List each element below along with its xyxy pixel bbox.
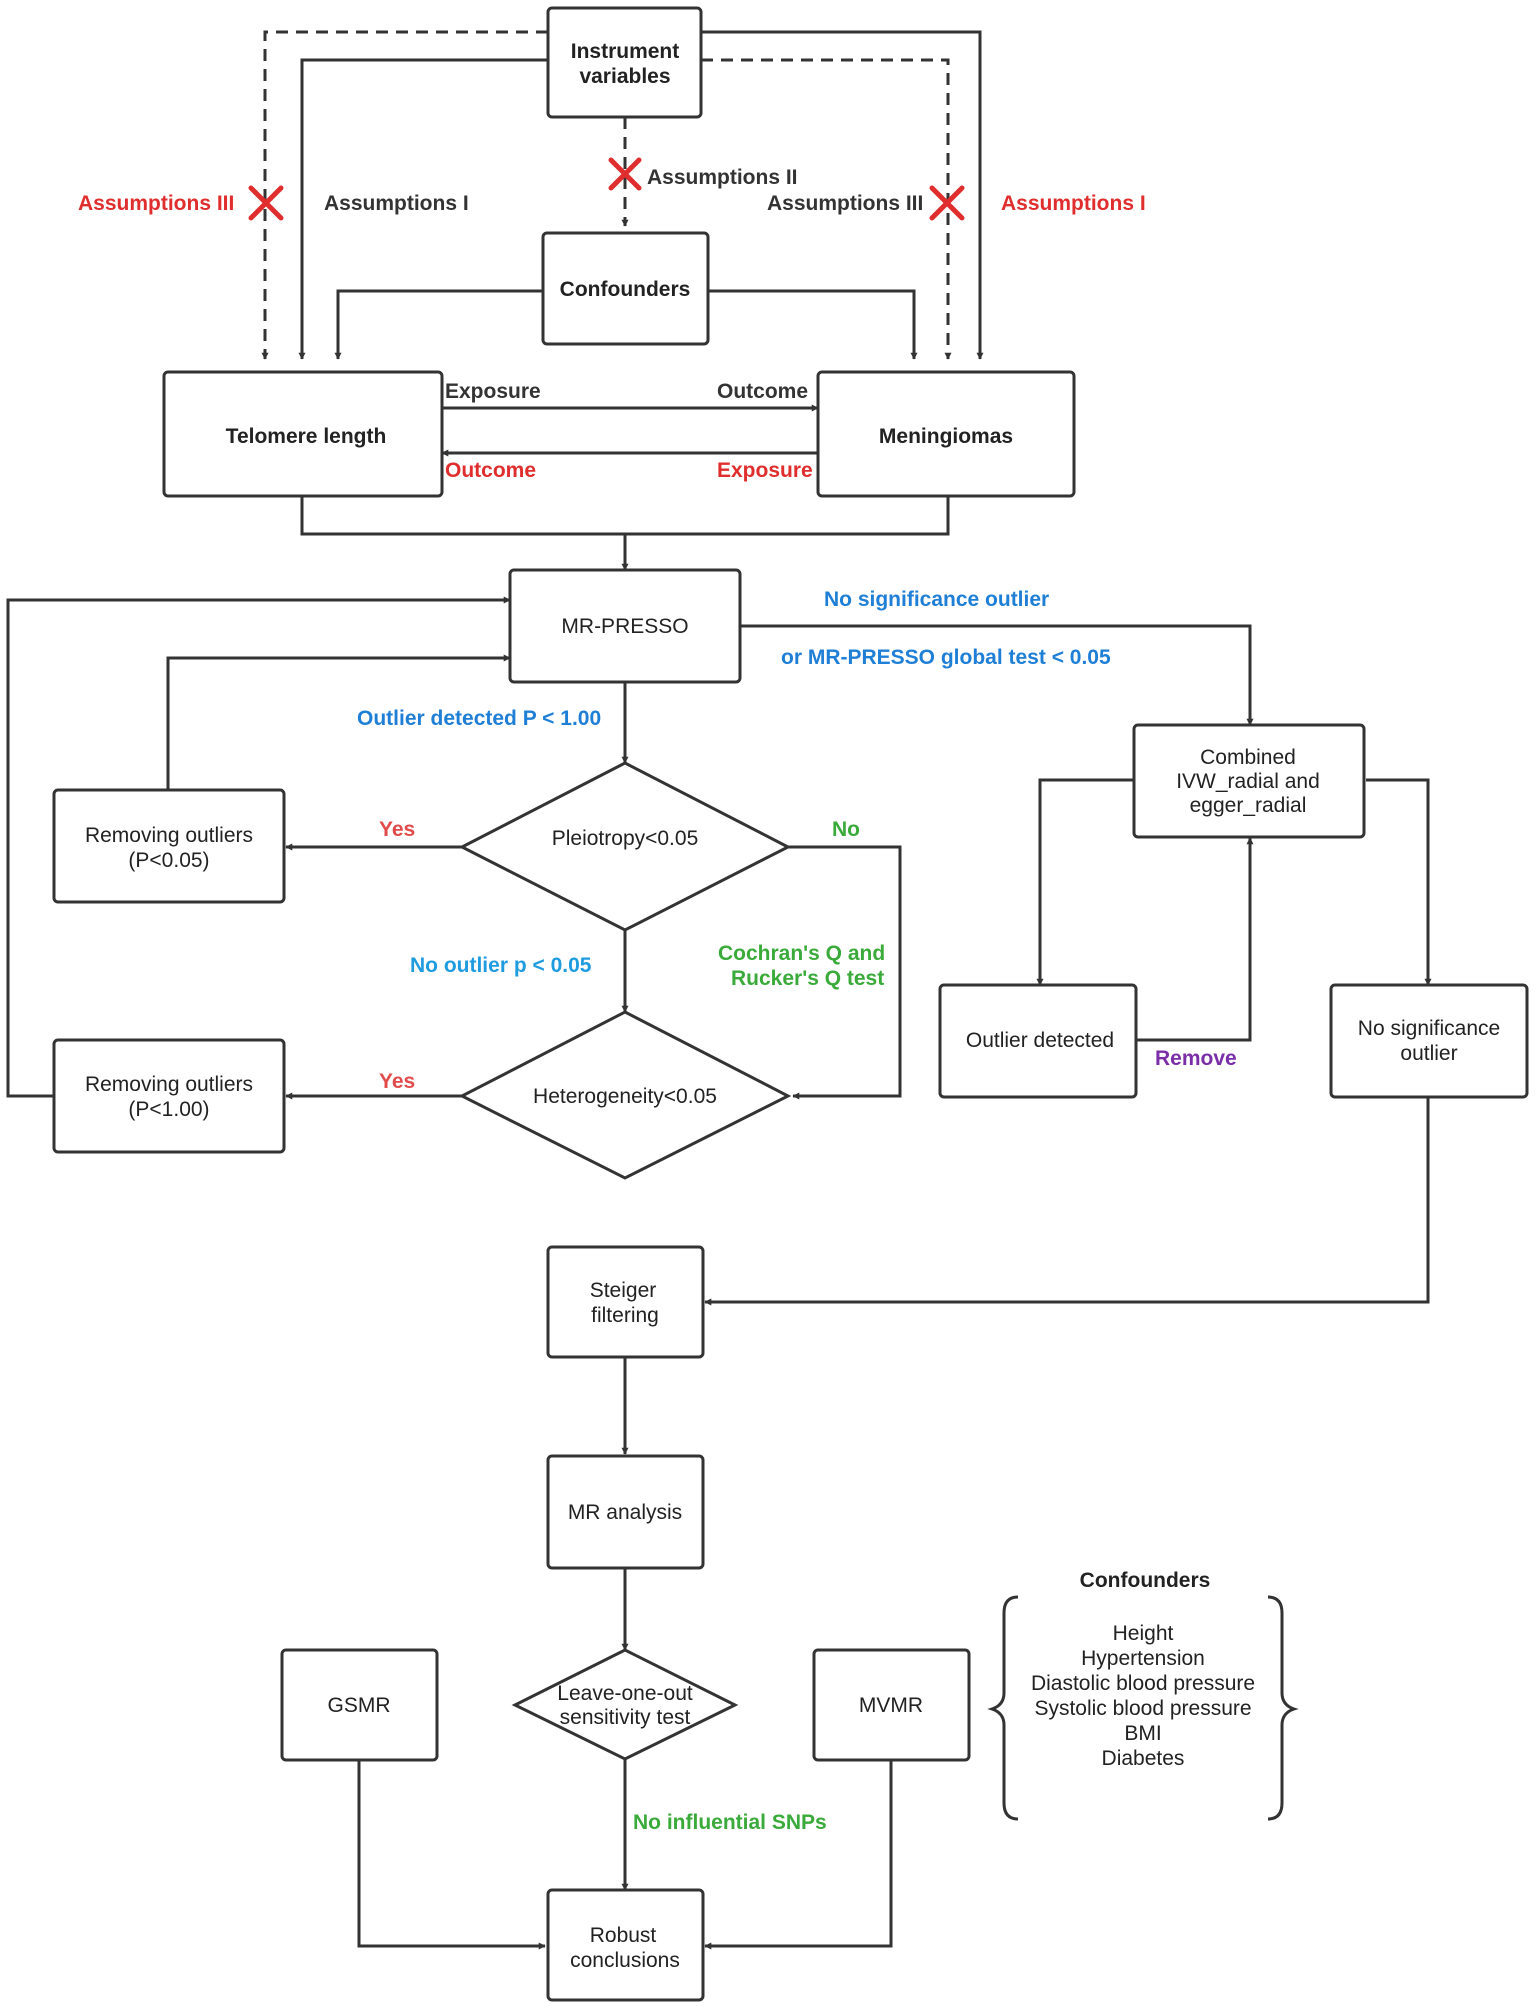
left-brace [987,1595,1019,1821]
assumptions-i-right-label: Assumptions I [1001,192,1146,215]
outcome-top-label: Outcome [717,380,808,403]
no-significance-outlier-label-2: outlier [1400,1042,1457,1065]
telomere-length-label: Telomere length [226,425,387,448]
combined-label-1: Combined [1200,746,1296,769]
arrow-gsmr-to-robust [357,1760,546,1950]
gsmr-label: GSMR [328,1694,391,1717]
arrow-pleiotropy-no [788,845,902,1100]
assumptions-ii-label: Assumptions II [647,166,798,189]
outlier-detected-label: Outlier detected [966,1029,1114,1052]
exposure-top-label: Exposure [445,380,541,403]
confounder-item: Height [1113,1622,1174,1645]
node-leave-one-out: Leave-one-out sensitivity test [511,1648,739,1761]
confounder-item: Hypertension [1081,1647,1205,1670]
combined-label-2: IVW_radial and [1176,770,1320,793]
node-removing-outliers-2: Removing outliers (P<1.00) [52,1038,286,1154]
node-mr-presso: MR-PRESSO [508,568,742,684]
no-significance-outlier-edge-label: No significance outlier [824,588,1049,611]
arrow-iv-to-meningiomas [701,30,984,360]
outlier-detected-p-label: Outlier detected P < 1.00 [357,707,601,730]
steiger-label-1: Steiger [590,1279,657,1302]
assumptions-iii-left-label: Assumptions III [78,192,234,215]
global-test-label: or MR-PRESSO global test < 0.05 [781,646,1111,669]
cochran-label-1: Cochran's Q and [718,942,885,965]
yes-label-2: Yes [379,1070,415,1093]
arrow-remove1-loop [166,654,511,790]
no-label: No [832,818,860,841]
node-mr-analysis: MR analysis [546,1454,705,1570]
robust-label-2: conclusions [570,1949,680,1972]
arrow-iv-to-telomere [298,58,548,360]
node-steiger-filtering: Steiger filtering [546,1245,705,1359]
cross-icon [608,157,642,191]
steiger-label-2: filtering [591,1304,659,1327]
edge-labels: Assumptions III Assumptions I Assumption… [78,166,1237,1834]
arrow-combined-to-nosig [1366,778,1432,986]
arrow-mvmr-to-robust [704,1760,893,1950]
node-combined: Combined IVW_radial and egger_radial [1132,723,1366,839]
node-telomere-length: Telomere length [162,370,444,498]
arrow-confounders-to-meningiomas [708,289,918,360]
remove-label: Remove [1155,1047,1237,1070]
meningiomas-label: Meningiomas [879,425,1013,448]
cochran-label-2: Rucker's Q test [731,967,884,990]
connectors [6,30,1432,1950]
node-no-significance-outlier: No significance outlier [1329,983,1529,1099]
node-removing-outliers-1: Removing outliers (P<0.05) [52,788,286,904]
exposure-bottom-label: Exposure [717,459,813,482]
dashed-arrow-iv-to-telomere [261,30,548,360]
arrow-combined-to-outlier [1036,778,1134,986]
arrow-mrpresso-to-combined [738,624,1254,726]
confounder-item: Diastolic blood pressure [1031,1672,1255,1695]
arrow-confounders-to-telomere [334,289,543,360]
removing-outliers-2-label-2: (P<1.00) [128,1098,209,1121]
combined-label-3: egger_radial [1190,794,1307,817]
dashed-arrow-iv-to-meningiomas [701,58,952,360]
robust-label-1: Robust [590,1924,657,1947]
no-influential-snps-label: No influential SNPs [633,1811,827,1834]
cross-icon [929,185,965,221]
arrow-nosig-to-steiger [704,1097,1430,1306]
node-pleiotropy: Pleiotropy<0.05 [458,761,792,932]
instrument-variables-label-1: Instrument [571,40,680,63]
arrow-outlier-remove [1136,837,1254,1042]
mr-analysis-label: MR analysis [568,1501,682,1524]
node-robust-conclusions: Robust conclusions [546,1888,705,2002]
mvmr-label: MVMR [859,1694,923,1717]
confounders-label: Confounders [560,278,691,301]
line-telomere-merge [300,496,950,536]
confounder-item: Systolic blood pressure [1034,1697,1251,1720]
node-heterogeneity: Heterogeneity<0.05 [458,1010,792,1180]
removing-outliers-1-label-2: (P<0.05) [128,849,209,872]
node-mvmr: MVMR [812,1648,971,1762]
no-outlier-p-label: No outlier p < 0.05 [410,954,592,977]
heterogeneity-label: Heterogeneity<0.05 [533,1085,717,1108]
node-gsmr: GSMR [280,1648,439,1762]
instrument-variables-label-2: variables [579,65,670,88]
assumptions-i-left-label: Assumptions I [324,192,469,215]
node-instrument-variables: Instrument variables [546,6,703,119]
node-confounders: Confounders [541,231,710,346]
right-brace [1267,1595,1299,1821]
leave-one-out-label-2: sensitivity test [560,1706,691,1729]
confounder-item: BMI [1124,1722,1161,1745]
confounders-panel-title: Confounders [1080,1569,1211,1592]
yes-label-1: Yes [379,818,415,841]
assumptions-iii-right-label: Assumptions III [767,192,923,215]
outcome-bottom-label: Outcome [445,459,536,482]
node-outlier-detected: Outlier detected [938,983,1138,1099]
removing-outliers-1-label-1: Removing outliers [85,824,253,847]
mr-presso-label: MR-PRESSO [561,615,688,638]
confounder-item: Diabetes [1102,1747,1185,1770]
no-significance-outlier-label-1: No significance [1358,1017,1500,1040]
confounders-panel: Confounders Height Hypertension Diastoli… [987,1569,1299,1821]
pleiotropy-label: Pleiotropy<0.05 [552,827,699,850]
removing-outliers-2-label-1: Removing outliers [85,1073,253,1096]
node-meningiomas: Meningiomas [816,370,1076,498]
cross-icon [248,185,284,221]
leave-one-out-label-1: Leave-one-out [557,1682,693,1705]
arrow-remove2-loop [6,596,511,1098]
